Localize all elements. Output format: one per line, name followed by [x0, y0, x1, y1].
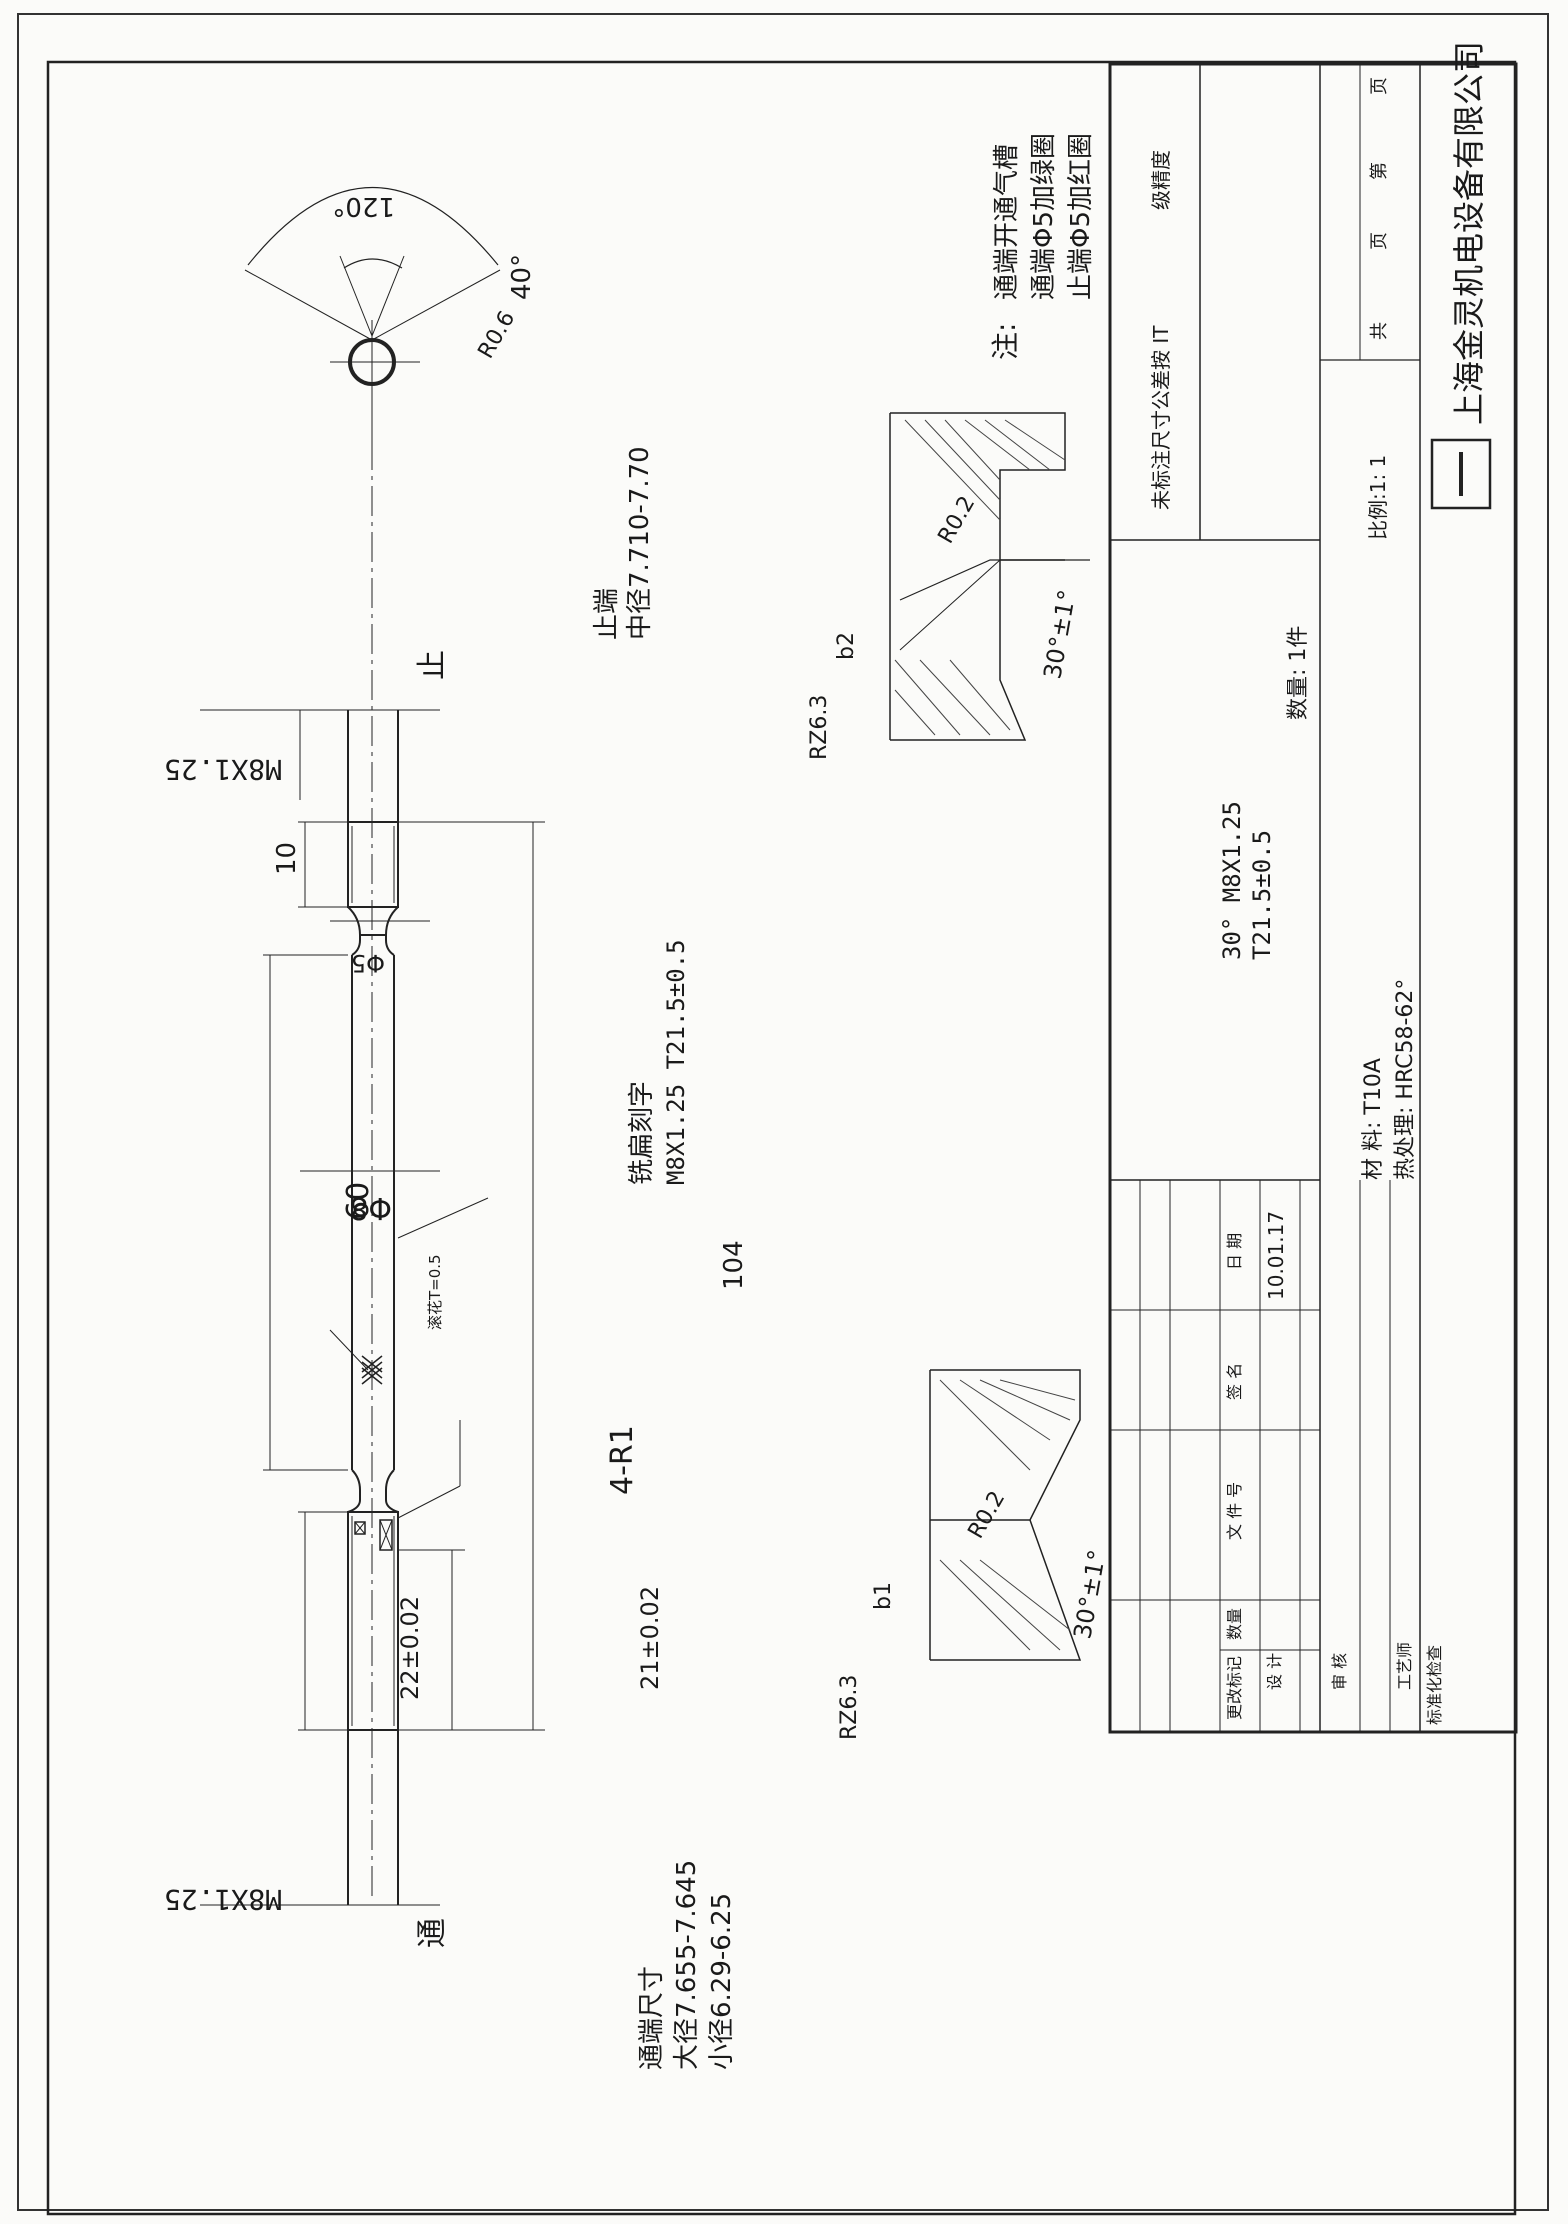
- knurl-note: 滚花T=0.5: [426, 1254, 444, 1330]
- spec-line-1: 30° M8X1.25: [1218, 801, 1246, 960]
- engrave-spec: M8X1.25 T21.5±0.5: [662, 939, 690, 1185]
- dim-go-len-a: 22±0.02: [396, 1596, 424, 1700]
- dim-handle-dia: Φ8: [349, 1190, 392, 1225]
- dim-knurl-length: 60: [341, 1182, 376, 1220]
- hatching: [894, 419, 1076, 1651]
- material: 材 料: T10A: [1361, 1058, 1386, 1180]
- thread-angle-1: 30°±1°: [1068, 1548, 1111, 1641]
- nogo-dims-label: 止端: [592, 588, 622, 640]
- header-date: 日 期: [1225, 1233, 1244, 1270]
- go-dims-label: 通端尺寸: [637, 1966, 667, 2070]
- tolerance-note-a: 未标注尺寸公差按 IT: [1149, 325, 1173, 510]
- row-design: 设 计: [1265, 1653, 1284, 1690]
- roughness-2: RZ6.3: [807, 695, 832, 760]
- header-document-no: 文 件 号: [1225, 1482, 1244, 1540]
- header-signature: 签 名: [1225, 1363, 1244, 1400]
- outer-border: [17, 13, 1549, 2211]
- roughness-1: RZ6.3: [837, 1675, 862, 1740]
- dim-total-length: 104: [719, 1240, 749, 1290]
- go-thread-size: M8X1.25: [164, 1883, 282, 1916]
- sheets-total-label: 共: [1369, 322, 1390, 340]
- dim-neck-dia: Φ5: [351, 949, 385, 977]
- scale: 比例:1: 1: [1366, 455, 1390, 540]
- nogo-pitch-dia: 中径7.710-7.70: [625, 446, 655, 640]
- title-block: [1108, 62, 1518, 1734]
- notes-head: 注:: [989, 323, 1022, 360]
- sheet-number-label: 第: [1369, 162, 1390, 180]
- header-change-mark: 更改标记: [1225, 1656, 1244, 1720]
- nogo-thread-size: M8X1.25: [164, 753, 282, 786]
- section-angle-inner: 40°: [507, 254, 537, 300]
- section-radius: R0.6: [474, 307, 521, 363]
- page-word: 页: [1369, 232, 1390, 250]
- quantity: 数量: 1件: [1286, 626, 1311, 720]
- page-word-2: 页: [1369, 77, 1390, 95]
- thread-b1: b1: [871, 1582, 896, 1610]
- company-name: 上海金灵机电设备有限公司: [1450, 41, 1488, 425]
- note-2: 通端Φ5加绿圈: [1029, 133, 1059, 300]
- go-minor-dia: 小径6.29-6.25: [707, 1893, 737, 2070]
- dim-go-len-b: 21±0.02: [636, 1586, 664, 1690]
- title-block-text: 未标注尺寸公差按 IT 级精度 30° M8X1.25 T21.5±0.5 数量…: [1149, 41, 1488, 1725]
- fillet-note: 4-R1: [605, 1425, 640, 1495]
- go-major-dia: 大径7.655-7.645: [672, 1860, 702, 2070]
- thread-b2: b2: [834, 632, 859, 660]
- design-date: 10.01.17: [1264, 1211, 1288, 1300]
- thread-radius-2: R0.2: [934, 492, 981, 548]
- row-standard: 标准化检查: [1425, 1645, 1444, 1725]
- thread-radius-1: R0.2: [964, 1487, 1011, 1543]
- header-quantity: 数量: [1225, 1608, 1244, 1640]
- row-process: 工艺师: [1395, 1642, 1414, 1690]
- tolerance-note-b: 级精度: [1149, 150, 1173, 210]
- note-1: 通端开通气槽: [992, 144, 1022, 300]
- spec-line-2: T21.5±0.5: [1248, 830, 1276, 960]
- engrave-note: 铣扁刻字: [627, 1081, 657, 1185]
- thread-angle-2: 30°±1°: [1038, 588, 1081, 681]
- dim-nogo-length: 10: [272, 842, 302, 875]
- row-review: 审 核: [1330, 1653, 1349, 1690]
- go-label: 通: [415, 1918, 450, 1948]
- note-3: 止端Φ5加红圈: [1066, 133, 1096, 300]
- heat-treatment: 热处理: HRC58-62°: [1393, 979, 1418, 1180]
- nogo-label: 止: [415, 650, 450, 680]
- gauge-drawing: [200, 187, 1090, 1906]
- section-angle-outer: 120°: [332, 191, 395, 221]
